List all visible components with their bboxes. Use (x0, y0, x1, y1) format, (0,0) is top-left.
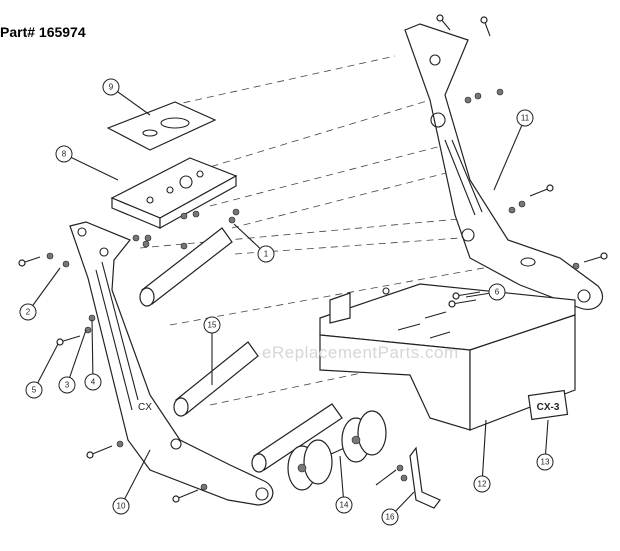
callout-5: 5 (25, 381, 43, 399)
left-side-arm-part-10: CX (69, 221, 274, 506)
svg-text:12: 12 (478, 480, 487, 489)
svg-text:14: 14 (340, 501, 349, 510)
callout-1: 1 (257, 245, 275, 263)
svg-text:8: 8 (62, 150, 67, 159)
svg-text:9: 9 (109, 83, 114, 92)
callout-11: 11 (516, 109, 534, 127)
right-side-arm-part-11 (404, 23, 604, 310)
svg-text:16: 16 (386, 513, 395, 522)
svg-text:13: 13 (541, 458, 550, 467)
callout-8: 8 (55, 145, 73, 163)
svg-text:6: 6 (495, 288, 500, 297)
part-number-title: Part# 165974 (0, 24, 86, 40)
callout-14: 14 (335, 496, 353, 514)
callout-15: 15 (203, 316, 221, 334)
svg-text:CX: CX (138, 402, 152, 413)
hardware-fasteners (18, 14, 608, 503)
svg-text:2: 2 (26, 308, 31, 317)
main-frame-part-12 (319, 283, 576, 431)
roller-tubes-part-15 (139, 227, 343, 473)
callout-10: 10 (112, 497, 130, 515)
svg-text:1: 1 (264, 250, 269, 259)
svg-text:15: 15 (208, 321, 217, 330)
svg-text:11: 11 (521, 114, 530, 123)
mounting-bracket-part-8 (110, 157, 238, 230)
callout-9: 9 (102, 78, 120, 96)
svg-text:5: 5 (32, 386, 37, 395)
callout-13: 13 (536, 453, 554, 471)
callout-4: 4 (84, 373, 102, 391)
watermark: eReplacementParts.com (262, 343, 459, 362)
wheel-axle-part-14 (287, 410, 387, 491)
callout-16: 16 (381, 508, 399, 526)
callout-3: 3 (58, 376, 76, 394)
top-plate-part-9 (106, 101, 217, 151)
svg-text:4: 4 (91, 378, 96, 387)
decal-part-13: CX-3 (527, 389, 569, 421)
svg-text:3: 3 (65, 381, 70, 390)
callout-12: 12 (473, 475, 491, 493)
decal-text: CX-3 (537, 402, 560, 413)
callout-6: 6 (488, 283, 506, 301)
bracket-part-16 (409, 446, 441, 509)
svg-text:10: 10 (117, 502, 126, 511)
callout-2: 2 (19, 303, 37, 321)
